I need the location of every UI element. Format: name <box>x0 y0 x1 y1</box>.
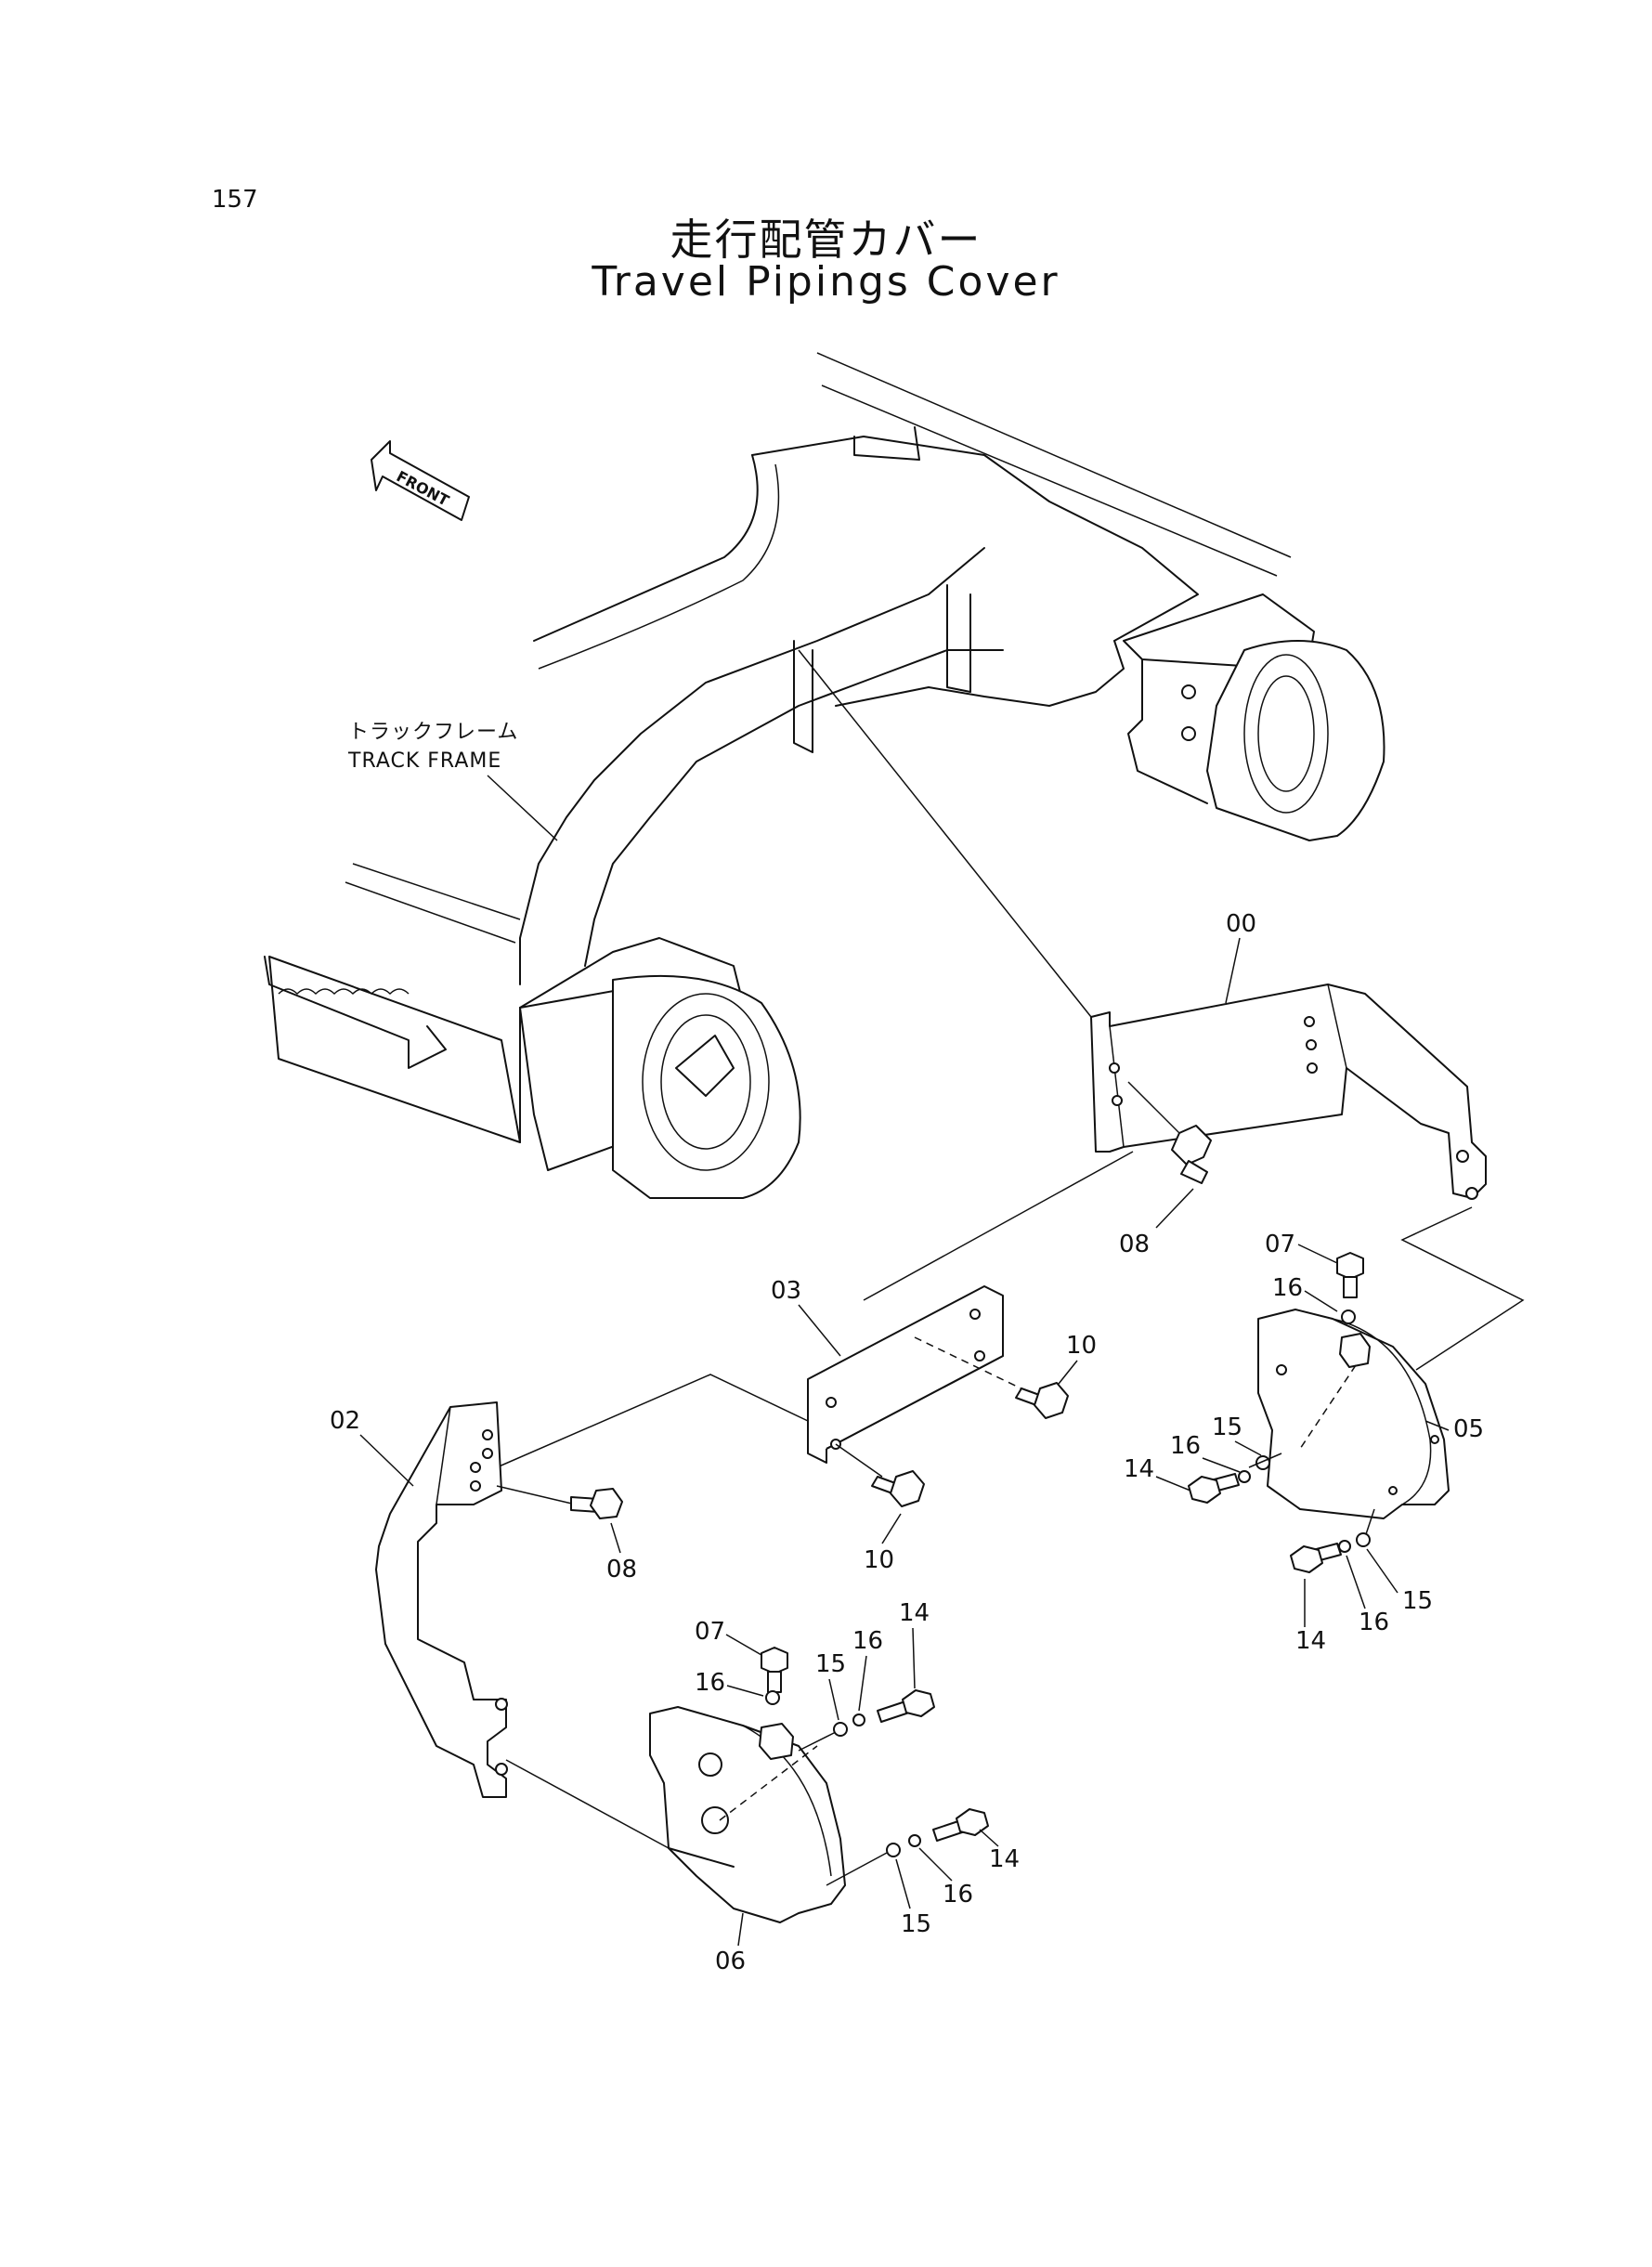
callout-15-c: 15 <box>815 1650 846 1678</box>
callout-05: 05 <box>1453 1415 1484 1443</box>
track-frame-drawing <box>264 352 1385 1199</box>
callout-16-d: 16 <box>695 1669 725 1697</box>
track-frame-label-jp: トラックフレーム <box>348 721 518 744</box>
bolt-icon <box>877 1689 935 1723</box>
callout-03: 03 <box>771 1277 801 1305</box>
callout-15-b: 15 <box>1402 1587 1433 1615</box>
bolt-icon <box>1188 1473 1240 1504</box>
front-arrow-icon: FRONT <box>371 440 470 521</box>
callout-14-b: 14 <box>1295 1627 1326 1655</box>
bolt-icon <box>761 1647 788 1693</box>
cover-part-05 <box>1257 1309 1450 1519</box>
callout-16-b: 16 <box>1170 1432 1201 1460</box>
cover-part-02 <box>375 1401 508 1798</box>
callout-15-a: 15 <box>1212 1414 1242 1441</box>
bolt-icon <box>1336 1252 1364 1298</box>
page-number: 157 <box>212 186 258 214</box>
cover-part-06 <box>649 1706 846 1923</box>
callout-10-right: 10 <box>1066 1332 1097 1360</box>
callout-15-d: 15 <box>901 1910 931 1938</box>
bolt-icon <box>1290 1543 1342 1573</box>
bolt-icon <box>871 1470 925 1507</box>
callout-07-upper: 07 <box>1265 1231 1295 1258</box>
bolt-icon <box>570 1488 623 1519</box>
callout-16-f: 16 <box>943 1881 973 1909</box>
bolt-icon <box>1171 1125 1212 1184</box>
callout-06: 06 <box>715 1948 746 1975</box>
callout-14-d: 14 <box>989 1845 1020 1873</box>
callout-02: 02 <box>330 1407 360 1435</box>
callout-14-a: 14 <box>1124 1455 1154 1483</box>
callout-08-upper: 08 <box>1119 1231 1150 1258</box>
cover-part-00 <box>1090 984 1487 1200</box>
callout-16-e: 16 <box>852 1627 883 1655</box>
callout-14-c: 14 <box>899 1599 930 1627</box>
callout-10-lower: 10 <box>864 1546 894 1574</box>
front-arrow-label: FRONT <box>394 467 452 510</box>
callout-08-lower: 08 <box>606 1556 637 1583</box>
callout-16-c: 16 <box>1359 1609 1389 1636</box>
plate-part-03 <box>807 1285 1004 1464</box>
title-english: Travel Pipings Cover <box>592 258 1060 306</box>
callout-00: 00 <box>1226 910 1256 938</box>
callout-07-lower: 07 <box>695 1618 725 1646</box>
callout-16-a: 16 <box>1272 1274 1303 1302</box>
bolt-icon <box>932 1808 989 1842</box>
bolt-icon <box>1015 1382 1069 1419</box>
track-frame-label-en: TRACK FRAME <box>347 749 501 773</box>
title-japanese: 走行配管カバー <box>670 215 982 265</box>
